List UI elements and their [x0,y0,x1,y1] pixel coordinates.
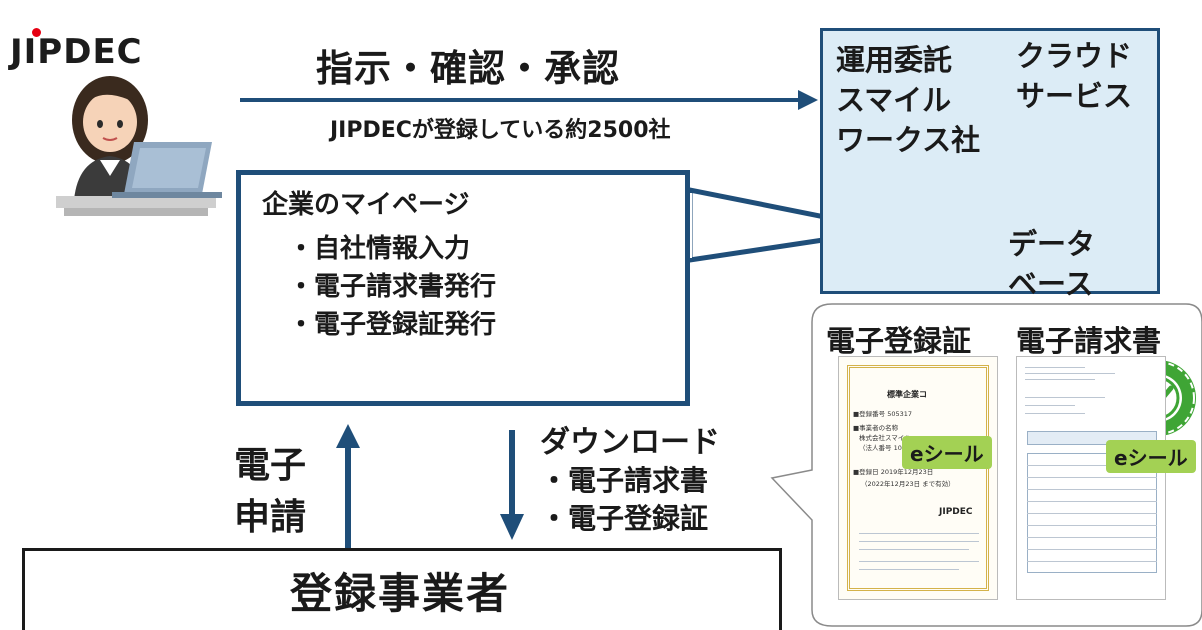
cloud-service-panel [820,28,1160,294]
registrant-box [22,548,782,630]
download-item: ・電子請求書 [540,464,709,497]
download-item: ・電子登録証 [540,502,709,535]
eseal-badge-certificate: eシール [902,436,992,469]
electronic-application-label: 電子 申請 [234,445,307,538]
jipdec-logo: JIPDEC [10,28,143,72]
eseal-badge-invoice: eシール [1106,440,1196,473]
logo-dot [32,28,41,37]
invoice-sample-title: 電子請求書 [1016,324,1162,358]
mypage-box [236,170,690,406]
certificate-sample-document: 標準企業コ ■登録番号 505317 ■事業者の名称 株式会社スマイル （法人番… [838,356,998,600]
invoice-sample-document [1016,356,1166,600]
download-label: ダウンロード ・電子請求書 ・電子登録証 [540,424,720,538]
apply-arrow-head [336,424,360,448]
download-arrow-head [500,514,524,540]
mypage-title: 企業のマイページ [262,190,470,220]
registrant-label: 登録事業者 [289,569,510,618]
person-at-laptop-illustration [56,76,222,216]
operator-label: 運用委託 スマイル ワークス社 [836,43,981,157]
certificate-heading: 標準企業コ [887,390,927,399]
database-label: データ ベース [1008,227,1096,301]
cloud-service-label: クラウド サービス [1016,39,1133,113]
registered-count-label: JIPDECが登録している約2500社 [330,118,671,143]
certificate-border [847,365,989,591]
certificate-footer-logo: JIPDEC [939,507,973,517]
instruction-label: 指示・確認・承認 [316,47,620,90]
mypage-feature-list: ・自社情報入力 ・電子請求書発行 ・電子登録証発行 [288,230,496,344]
mypage-item: ・電子登録証発行 [288,310,497,340]
instruction-arrow-head [798,90,818,110]
mypage-item: ・自社情報入力 [288,234,471,264]
download-title: ダウンロード [540,425,720,460]
mypage-item: ・電子請求書発行 [288,272,497,302]
certificate-sample-title: 電子登録証 [826,324,972,358]
